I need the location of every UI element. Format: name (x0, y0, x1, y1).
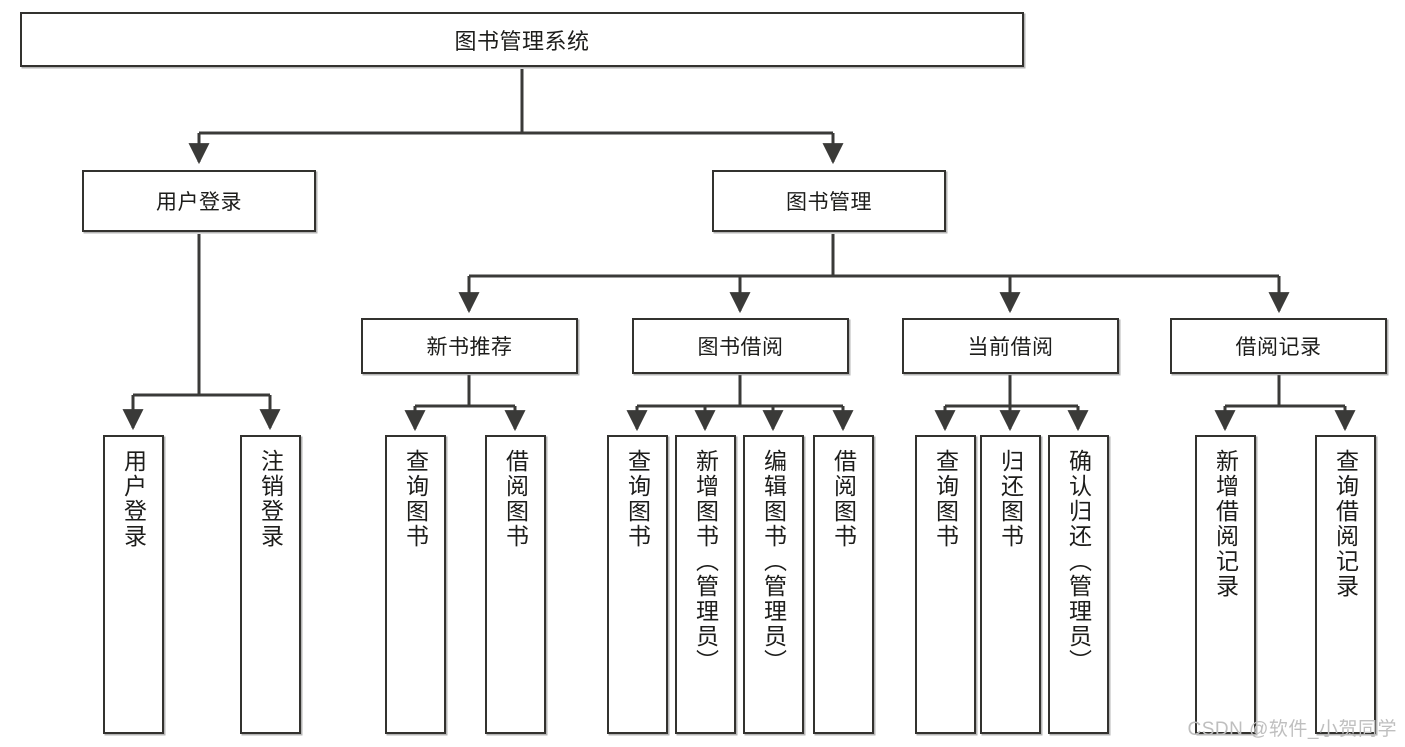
node-label: 确认归还（管理员） (1065, 449, 1092, 674)
node-borrow-record[interactable]: 借阅记录 (1170, 318, 1387, 374)
node-label: 用户登录 (120, 449, 147, 549)
csdn-watermark: CSDN @软件_小贺同学 (1187, 719, 1397, 740)
leaf-book-borrow-borrow-book[interactable]: 借阅图书 (813, 435, 874, 734)
node-label: 查询图书 (624, 449, 651, 549)
leaf-new-book-query-book[interactable]: 查询图书 (385, 435, 446, 734)
node-label: 新增图书（管理员） (692, 449, 719, 674)
node-label: 编辑图书（管理员） (760, 449, 787, 674)
node-label: 借阅记录 (1235, 336, 1322, 359)
node-label: 用户登录 (156, 191, 242, 214)
node-label: 注销登录 (257, 449, 284, 549)
node-label: 查询借阅记录 (1332, 449, 1359, 599)
node-label: 图书借阅 (697, 336, 784, 359)
node-label: 查询图书 (402, 449, 429, 549)
node-label: 借阅图书 (830, 449, 857, 549)
node-label: 当前借阅 (967, 336, 1054, 359)
leaf-user-login-logout[interactable]: 注销登录 (240, 435, 301, 734)
node-current-borrow[interactable]: 当前借阅 (902, 318, 1119, 374)
leaf-book-borrow-edit-book-admin[interactable]: 编辑图书（管理员） (743, 435, 804, 734)
node-user-login[interactable]: 用户登录 (82, 170, 316, 232)
leaf-book-borrow-add-book-admin[interactable]: 新增图书（管理员） (675, 435, 736, 734)
leaf-book-borrow-query-book[interactable]: 查询图书 (607, 435, 668, 734)
node-label: 新书推荐 (426, 336, 513, 359)
leaf-borrow-record-add-record[interactable]: 新增借阅记录 (1195, 435, 1256, 734)
leaf-new-book-borrow-book[interactable]: 借阅图书 (485, 435, 546, 734)
leaf-user-login-login[interactable]: 用户登录 (103, 435, 164, 734)
node-label: 图书管理 (786, 191, 872, 214)
leaf-current-borrow-return-book[interactable]: 归还图书 (980, 435, 1041, 734)
node-new-book-recommend[interactable]: 新书推荐 (361, 318, 578, 374)
node-label: 借阅图书 (502, 449, 529, 549)
node-label: 新增借阅记录 (1212, 449, 1239, 599)
node-book-management[interactable]: 图书管理 (712, 170, 946, 232)
node-label: 查询图书 (932, 449, 959, 549)
leaf-borrow-record-query-record[interactable]: 查询借阅记录 (1315, 435, 1376, 734)
node-label: 归还图书 (997, 449, 1024, 549)
leaf-current-borrow-query-book[interactable]: 查询图书 (915, 435, 976, 734)
node-book-borrow[interactable]: 图书借阅 (632, 318, 849, 374)
node-label: 图书管理系统 (454, 28, 590, 54)
leaf-current-borrow-confirm-return-admin[interactable]: 确认归还（管理员） (1048, 435, 1109, 734)
node-root-book-management-system[interactable]: 图书管理系统 (20, 12, 1024, 67)
